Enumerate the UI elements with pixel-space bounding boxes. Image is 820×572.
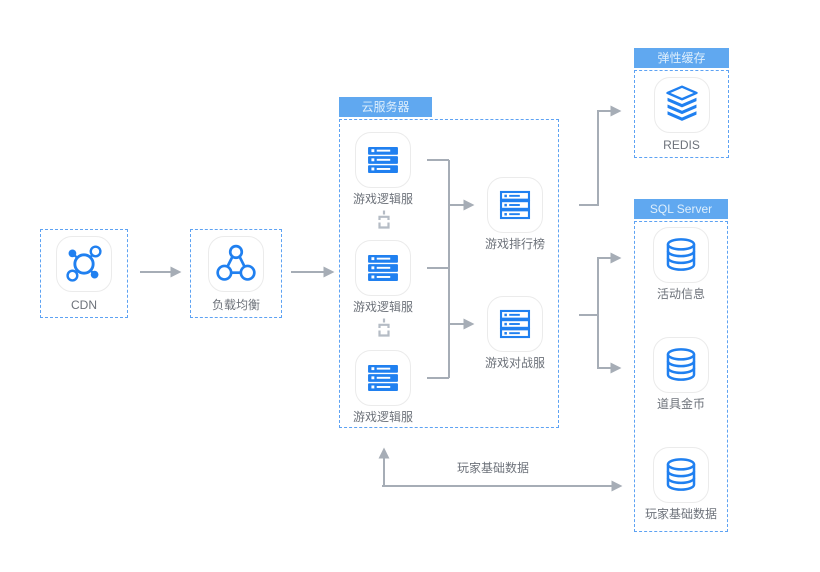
server-stack-icon (356, 350, 410, 406)
redis-layers-icon (655, 77, 709, 133)
chain-link-icon (376, 210, 392, 230)
logic-server-2-label: 游戏逻辑服 (352, 300, 413, 314)
database-icon (654, 337, 708, 393)
logic-server-3-node: 游戏逻辑服 (343, 350, 423, 424)
edge-label-player-base-data: 玩家基础数据 (456, 461, 529, 475)
redis-node: REDIS (634, 70, 729, 158)
sql-server-tag: SQL Server (634, 199, 728, 219)
db-item-gold-label: 道具金币 (656, 397, 705, 411)
load-balancer-node: 负载均衡 (190, 229, 282, 318)
cloud-server-group (339, 119, 559, 428)
db-player-base-label: 玩家基础数据 (644, 507, 717, 521)
database-icon-container (653, 337, 709, 393)
connector-to-redis (579, 105, 622, 206)
server-stack-icon (356, 132, 410, 188)
database-icon-container (653, 227, 709, 283)
database-icon (654, 227, 708, 283)
load-balancer-icon (209, 236, 263, 292)
server-icon-container (355, 132, 411, 188)
cdn-icon-container (56, 235, 112, 292)
server-stack-icon (488, 296, 542, 352)
logic-server-3-label: 游戏逻辑服 (352, 410, 413, 424)
chain-link-icon (376, 318, 392, 338)
cloud-server-tag: 云服务器 (339, 97, 432, 117)
load-balancer-icon-container (208, 235, 264, 292)
db-activity-node: 活动信息 (641, 227, 721, 301)
elastic-cache-tag: 弹性缓存 (634, 48, 729, 68)
server-stack-icon (356, 240, 410, 296)
battle-server-label: 游戏对战服 (484, 356, 545, 370)
cdn-label: CDN (71, 297, 97, 312)
connector-to-db-activity (579, 252, 622, 316)
db-activity-label: 活动信息 (656, 287, 705, 301)
redis-label: REDIS (663, 137, 700, 152)
server-icon-container (487, 296, 543, 352)
leaderboard-node: 游戏排行榜 (475, 177, 555, 251)
load-balancer-label: 负载均衡 (211, 297, 260, 312)
database-icon (654, 447, 708, 503)
logic-server-1-label: 游戏逻辑服 (352, 192, 413, 206)
server-icon-container (487, 177, 543, 233)
battle-server-node: 游戏对战服 (475, 296, 555, 370)
logic-server-1-node: 游戏逻辑服 (343, 132, 423, 206)
server-icon-container (355, 350, 411, 406)
logic-server-2-node: 游戏逻辑服 (343, 240, 423, 314)
cdn-network-icon (57, 236, 111, 292)
server-stack-icon (488, 177, 542, 233)
leaderboard-label: 游戏排行榜 (484, 237, 545, 251)
cdn-node: CDN (40, 229, 128, 318)
db-player-base-node: 玩家基础数据 (641, 447, 721, 521)
sql-server-group (634, 221, 728, 532)
redis-icon-container (653, 76, 710, 133)
db-item-gold-node: 道具金币 (641, 337, 721, 411)
database-icon-container (653, 447, 709, 503)
server-icon-container (355, 240, 411, 296)
connector-to-db-item-gold (597, 314, 622, 374)
